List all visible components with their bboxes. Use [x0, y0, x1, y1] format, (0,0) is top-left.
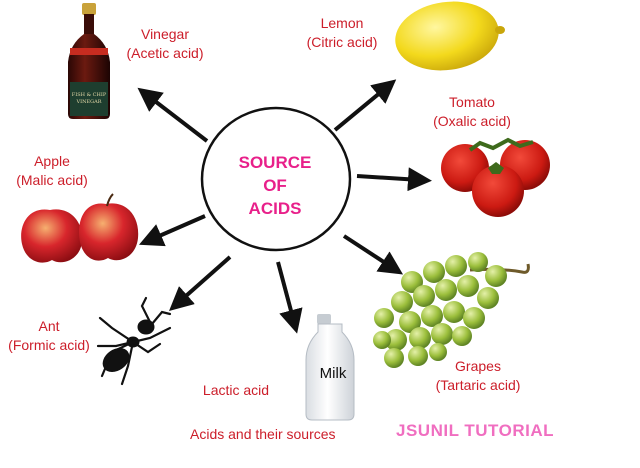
center-title-line1: SOURCE: [238, 153, 312, 172]
arrow-to-milk: [276, 261, 303, 334]
label-vinegar: Vinegar (Acetic acid): [115, 25, 215, 63]
watermark: JSUNIL TUTORIAL: [396, 421, 554, 440]
label-grapes-acid: (Tartaric acid): [435, 377, 521, 393]
diagram-caption: Acids and their sources: [190, 426, 336, 442]
milk-bottle-label: Milk: [319, 365, 347, 382]
apple-icon: [21, 193, 139, 263]
label-lemon-name: Lemon: [320, 15, 364, 31]
label-ant: Ant (Formic acid): [0, 317, 98, 355]
svg-text:VINEGAR: VINEGAR: [76, 99, 102, 105]
label-lemon: Lemon (Citric acid): [292, 14, 392, 52]
label-ant-acid: (Formic acid): [8, 337, 90, 353]
arrow-to-vinegar: [137, 87, 209, 143]
label-lactic: Lactic acid: [192, 381, 280, 400]
label-apple-acid: (Malic acid): [16, 172, 88, 188]
label-apple: Apple (Malic acid): [4, 152, 100, 190]
arrow-to-lemon: [333, 79, 397, 132]
label-apple-name: Apple: [34, 153, 70, 169]
lemon-icon: [395, 1, 505, 71]
svg-text:FISH & CHIP: FISH & CHIP: [72, 92, 107, 98]
label-grapes: Grapes (Tartaric acid): [423, 357, 533, 395]
label-tomato-name: Tomato: [449, 94, 495, 110]
label-ant-name: Ant: [38, 318, 60, 334]
label-lemon-acid: (Citric acid): [306, 34, 378, 50]
vinegar-bottle-icon: FISH & CHIP VINEGAR: [68, 3, 110, 119]
label-grapes-name: Grapes: [455, 358, 501, 374]
label-tomato-acid: (Oxalic acid): [433, 113, 511, 129]
label-vinegar-acid: (Acetic acid): [126, 45, 204, 61]
grapes-icon: [373, 252, 530, 368]
label-vinegar-name: Vinegar: [140, 26, 189, 42]
arrow-to-tomato: [356, 167, 432, 192]
center-title: SOURCE OF ACIDS: [205, 151, 345, 220]
arrow-to-ant: [169, 255, 232, 311]
arrows: [137, 79, 432, 334]
center-title-line3: ACIDS: [248, 199, 302, 218]
center-title-line2: OF: [263, 176, 287, 195]
ant-icon: [96, 296, 172, 386]
label-tomato: Tomato (Oxalic acid): [420, 93, 524, 131]
center-circle: [200, 106, 352, 252]
tomato-icon: [441, 137, 550, 217]
arrow-to-apple: [139, 214, 206, 247]
arrow-to-grapes: [342, 234, 404, 275]
milk-bottle-icon: [305, 314, 355, 421]
label-lactic-name: Lactic acid: [202, 382, 270, 398]
